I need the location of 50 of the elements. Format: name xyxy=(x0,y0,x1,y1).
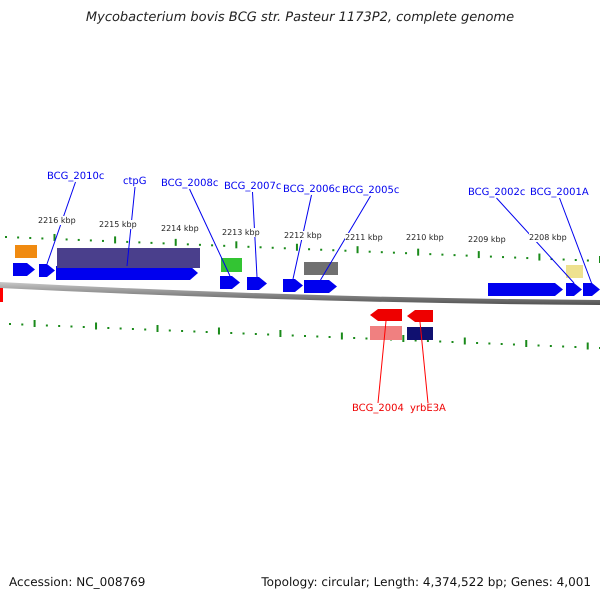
gene-label: BCG_2004 xyxy=(352,403,404,414)
gene-feature xyxy=(220,276,240,289)
gene-feature xyxy=(304,280,337,293)
gene-feature xyxy=(488,283,563,296)
gene-feature xyxy=(566,283,582,296)
gene-feature xyxy=(247,277,267,290)
leader-line xyxy=(46,182,76,264)
scale-label: 2216 kbp xyxy=(38,216,76,225)
gene-label: yrbE3A xyxy=(410,403,446,414)
leader-line xyxy=(252,192,258,278)
scale-label: 2209 kbp xyxy=(468,235,506,244)
gene-label: BCG_2001A xyxy=(530,187,589,198)
gene-label: BCG_2007c xyxy=(224,181,282,192)
gene-feature xyxy=(283,279,303,292)
feature-bar xyxy=(566,265,583,278)
gene-label: BCG_2008c xyxy=(161,178,218,189)
leader-line xyxy=(320,196,371,280)
gene-feature xyxy=(583,283,600,296)
scale-label: 2213 kbp xyxy=(222,228,260,237)
gene-label: BCG_2010c xyxy=(47,171,104,182)
gene-label: BCG_2005c xyxy=(342,185,400,196)
feature-bar xyxy=(370,326,402,340)
gene-feature xyxy=(407,310,433,322)
feature-bar xyxy=(0,288,3,302)
gene-label: ctpG xyxy=(123,176,147,187)
feature-bar xyxy=(57,248,200,268)
gene-feature xyxy=(39,264,55,277)
feature-bar xyxy=(304,262,338,275)
gene-feature xyxy=(13,263,35,276)
leader-line xyxy=(292,194,312,280)
gene-label: BCG_2002c xyxy=(468,187,526,198)
leader-line xyxy=(126,186,136,266)
scale-label: 2215 kbp xyxy=(99,220,137,229)
leader-line xyxy=(559,198,592,284)
leader-line xyxy=(496,198,574,284)
scale-label: 2214 kbp xyxy=(161,224,199,233)
feature-bar xyxy=(15,245,37,258)
leader-line xyxy=(420,322,428,404)
scale-label: 2208 kbp xyxy=(529,233,567,242)
feature-bar xyxy=(221,258,242,272)
gene-feature xyxy=(370,309,402,321)
gene-label: BCG_2006c xyxy=(283,184,340,195)
scale-label: 2210 kbp xyxy=(406,233,444,242)
footer-text: Accession: NC_008769 xyxy=(9,575,146,589)
leader-line xyxy=(378,320,386,404)
footer-text: Topology: circular; Length: 4,374,522 bp; Genes: 4,001 xyxy=(261,575,591,589)
title: Mycobacterium bovis BCG str. Pasteur 1173P2, complete genome xyxy=(84,10,516,25)
scale-label: 2211 kbp xyxy=(345,233,383,242)
scale-label: 2212 kbp xyxy=(284,231,322,240)
feature-bar xyxy=(407,327,433,340)
